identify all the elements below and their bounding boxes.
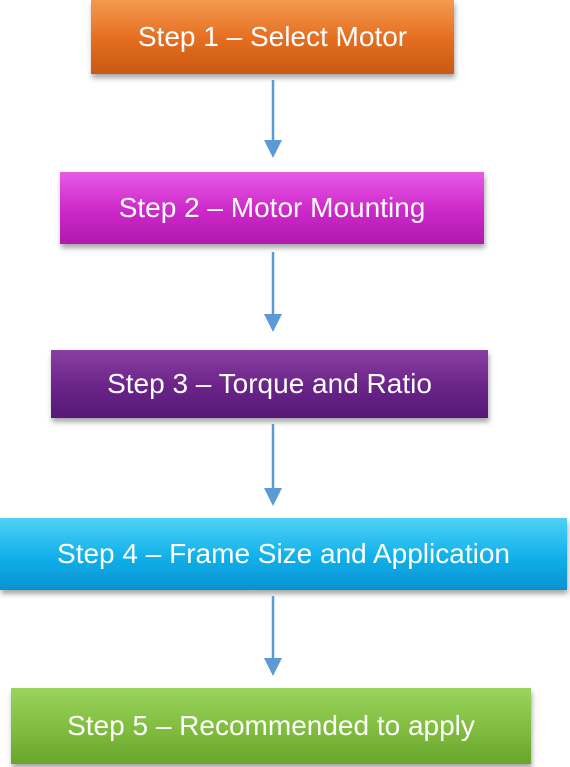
down-arrow-icon xyxy=(264,252,282,332)
step-4-label: Step 4 – Frame Size and Application xyxy=(57,538,510,569)
step-5-box: Step 5 – Recommended to apply xyxy=(11,688,531,764)
step-4-box: Step 4 – Frame Size and Application xyxy=(0,518,567,590)
step-1-label: Step 1 – Select Motor xyxy=(137,21,408,52)
step-1-box: Step 1 – Select Motor xyxy=(91,0,454,74)
down-arrow-icon xyxy=(264,80,282,158)
step-5-label: Step 5 – Recommended to apply xyxy=(67,710,475,741)
step-2-box: Step 2 – Motor Mounting xyxy=(60,172,484,244)
step-3-label: Step 3 – Torque and Ratio xyxy=(107,368,432,399)
down-arrow-icon xyxy=(264,424,282,506)
down-arrow-icon xyxy=(264,596,282,676)
step-2-label: Step 2 – Motor Mounting xyxy=(118,192,426,223)
step-3-box: Step 3 – Torque and Ratio xyxy=(51,350,488,418)
